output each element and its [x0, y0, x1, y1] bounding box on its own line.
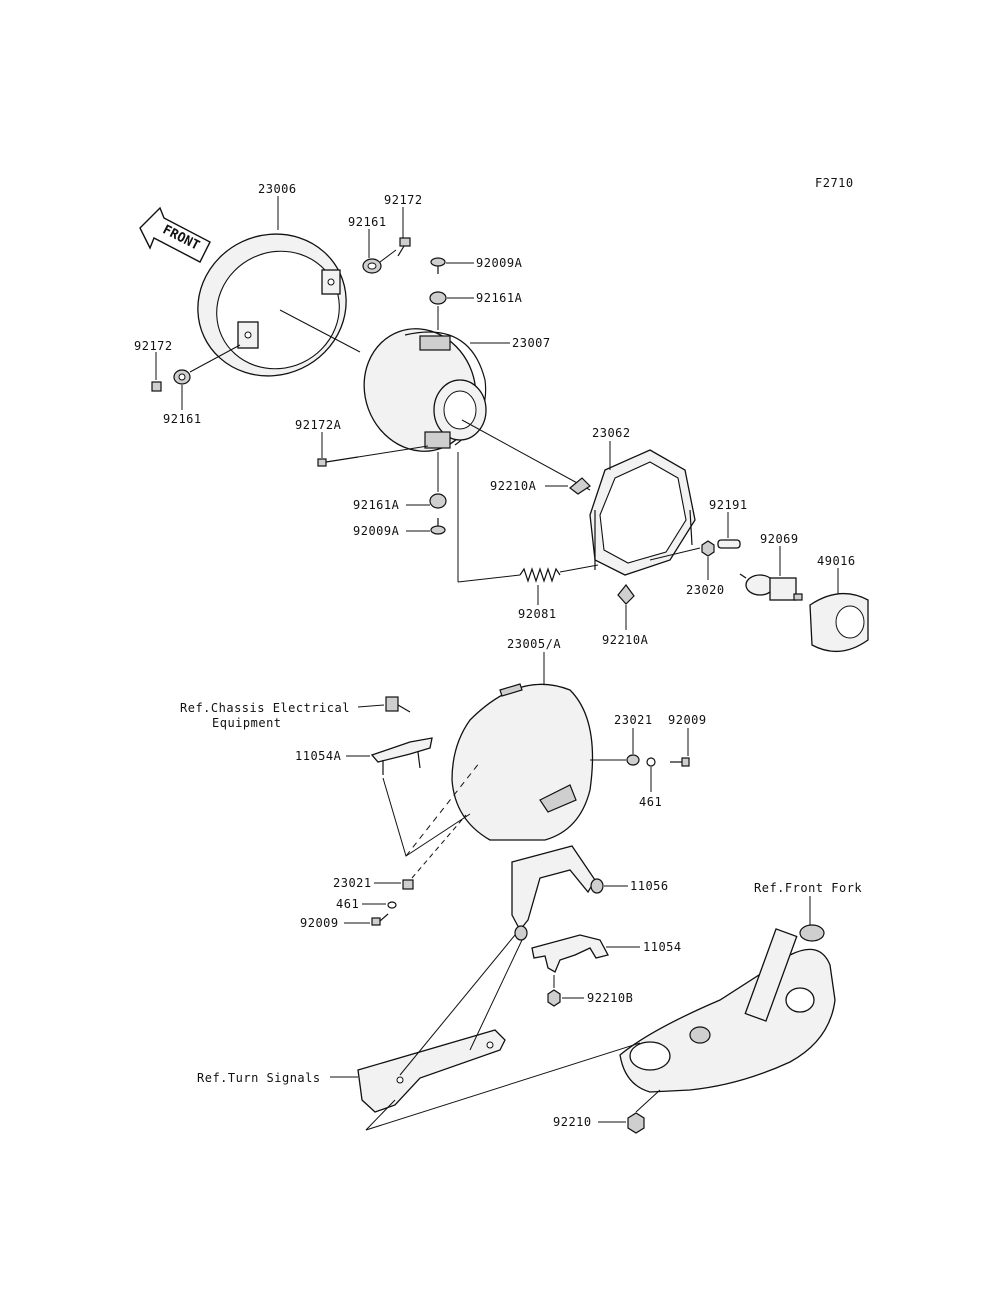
label-461-right: 461 [639, 795, 662, 809]
nut-92210 [627, 1112, 645, 1134]
label-23021-right: 23021 [614, 713, 653, 727]
label-92210A-lower: 92210A [602, 633, 649, 647]
label-23021-left: 23021 [333, 876, 372, 890]
headlight-cover-23005A [451, 683, 594, 841]
clip-92210A-lower [617, 584, 635, 605]
screw-92009-right [670, 757, 690, 767]
nut-92210B [547, 989, 561, 1007]
pin-92191 [717, 539, 741, 549]
label-92069: 92069 [760, 532, 799, 546]
headlight-housing-23007 [363, 328, 487, 452]
label-92009-left: 92009 [300, 916, 339, 930]
ref-turn-signals: Ref.Turn Signals [197, 1071, 321, 1085]
label-92009A-top: 92009A [476, 256, 523, 270]
label-23007: 23007 [512, 336, 551, 350]
front-fork-bracket [619, 924, 836, 1093]
label-23062: 23062 [592, 426, 631, 440]
label-92009A-bottom: 92009A [353, 524, 400, 538]
label-49016: 49016 [817, 554, 856, 568]
spring-92081 [519, 567, 561, 583]
screw-92009-left [371, 913, 389, 926]
label-92210A-upper: 92210A [490, 479, 537, 493]
figure-code: F2710 [815, 176, 854, 190]
clip-92210A-upper [569, 477, 591, 495]
label-23020: 23020 [686, 583, 725, 597]
label-11054: 11054 [643, 940, 682, 954]
label-23005A: 23005/A [507, 637, 561, 651]
label-92172-top: 92172 [384, 193, 423, 207]
grommet-23021-left [402, 879, 414, 890]
label-92009-right: 92009 [668, 713, 707, 727]
bulb-92069 [739, 573, 803, 601]
label-92172-left: 92172 [134, 339, 173, 353]
label-92161A-top: 92161A [476, 291, 523, 305]
grommet-92161-top [362, 258, 382, 274]
headlight-rim-23006 [197, 233, 347, 377]
bracket-11056 [511, 845, 604, 941]
washer-461-left [387, 901, 397, 909]
ref-front-fork: Ref.Front Fork [754, 881, 862, 895]
label-23006: 23006 [258, 182, 297, 196]
nut-23020 [701, 540, 715, 557]
bracket-11054A [370, 737, 433, 775]
screw-92009A-bottom [430, 518, 446, 535]
connector-chassis [385, 696, 411, 713]
front-direction-arrow: FRONT [139, 206, 211, 263]
turn-signal-bracket [357, 1029, 506, 1113]
bracket-11054 [531, 934, 609, 973]
label-92081: 92081 [518, 607, 557, 621]
label-92161-top: 92161 [348, 215, 387, 229]
label-461-left: 461 [336, 897, 359, 911]
dust-cover-49016 [809, 592, 869, 652]
ref-chassis-electrical-line2: Equipment [212, 716, 282, 730]
label-92210B: 92210B [587, 991, 633, 1005]
label-11056: 11056 [630, 879, 669, 893]
label-92161A-bottom: 92161A [353, 498, 400, 512]
label-92161-left: 92161 [163, 412, 202, 426]
label-11054A: 11054A [295, 749, 342, 763]
mounting-frame-23062 [589, 449, 696, 576]
screw-92172-left [151, 381, 162, 392]
grommet-92161A-bottom [429, 493, 447, 509]
ref-chassis-electrical-line1: Ref.Chassis Electrical [180, 701, 350, 715]
screw-92009A-top [430, 257, 446, 274]
washer-461-right [646, 757, 656, 767]
screw-92172-top [397, 237, 411, 257]
grommet-23021-right [626, 754, 640, 766]
grommet-92161A-top [429, 291, 447, 305]
label-92172A: 92172A [295, 418, 342, 432]
label-92191: 92191 [709, 498, 748, 512]
grommet-92161-left [173, 369, 191, 385]
screw-92172A [317, 456, 359, 467]
label-92210: 92210 [553, 1115, 592, 1129]
